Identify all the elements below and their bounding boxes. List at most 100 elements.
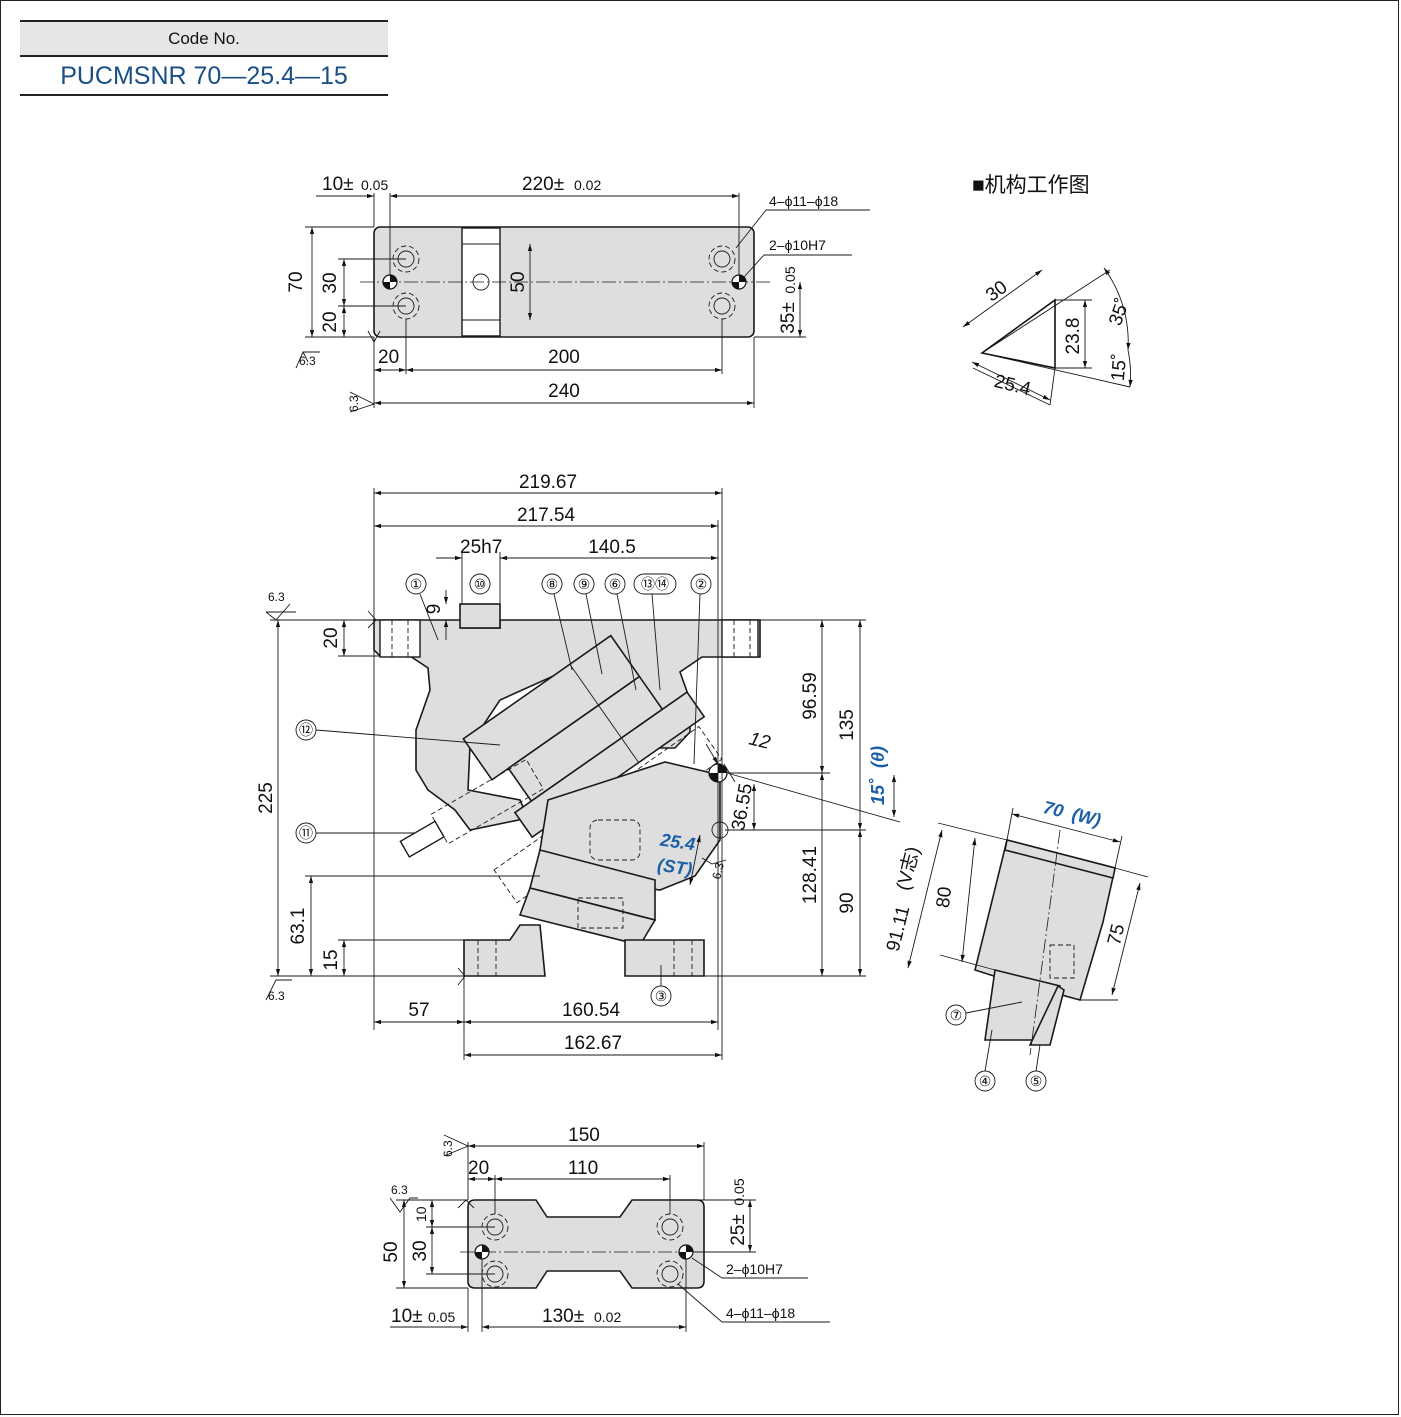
top-d20: 20 — [320, 311, 341, 332]
svg-text:6.3: 6.3 — [347, 395, 361, 412]
front-view: 219.67 217.54 25h7 140.5 9 225 20 63.1 1… — [256, 472, 901, 1060]
mechanism-diagram: ■机构工作图 30 23.8 25.4 35˚ 15˚ — [962, 174, 1134, 406]
mechanism-title: ■机构工作图 — [972, 174, 1090, 197]
bottom-d130: 130± — [542, 1306, 584, 1327]
svg-text:6.3: 6.3 — [709, 861, 727, 881]
front-d57: 57 — [408, 1000, 429, 1021]
top-d20b: 20 — [378, 347, 399, 368]
top-d220: 220± — [522, 174, 564, 195]
svg-text:⑫: ⑫ — [299, 722, 313, 738]
svg-text:④: ④ — [979, 1073, 992, 1089]
bottom-pins-callout: 2–ϕ10H7 — [726, 1261, 783, 1277]
svg-text:0.05: 0.05 — [428, 1309, 455, 1325]
front-d25h7: 25h7 — [460, 537, 502, 558]
front-d12: 12 — [747, 728, 773, 754]
svg-text:6.3: 6.3 — [441, 1140, 455, 1157]
svg-text:⑩: ⑩ — [474, 576, 487, 592]
top-hole-3 — [708, 245, 736, 273]
front-d96: 96.59 — [800, 672, 821, 720]
balloons: ① ⑩ ⑧ ⑨ ⑥ ⑬⑭ ② ⑫ ⑪ ③ — [295, 573, 712, 1007]
bottom-d25: 25± — [728, 1214, 749, 1246]
side-d80: 80 — [933, 886, 956, 910]
bottom-holes-callout: 4–ϕ11–ϕ18 — [726, 1305, 795, 1321]
return-rod — [399, 758, 544, 858]
front-st: 25.4 — [658, 830, 696, 855]
svg-text:0.02: 0.02 — [594, 1309, 621, 1325]
top-d50: 50 — [508, 271, 529, 292]
front-d9: 9 — [424, 604, 445, 615]
svg-text:0.05: 0.05 — [782, 266, 798, 293]
front-d160: 160.54 — [562, 1000, 621, 1021]
key-10 — [459, 603, 501, 629]
svg-text:0.05: 0.05 — [361, 177, 388, 193]
top-d35: 35± — [778, 302, 799, 334]
svg-text:6.3: 6.3 — [268, 590, 285, 604]
bottom-d110: 110 — [568, 1158, 598, 1179]
top-d10: 10± — [322, 174, 354, 195]
top-pin-left — [382, 274, 398, 290]
bottom-pin-left — [474, 1244, 490, 1260]
mech-d15: 15˚ — [1108, 353, 1131, 382]
front-d128: 128.41 — [800, 846, 821, 904]
svg-text:⑦: ⑦ — [950, 1007, 963, 1023]
bottom-view: 150 20 110 25± 0.05 2–ϕ10H7 4–ϕ11–ϕ18 50… — [381, 1125, 830, 1332]
top-holes-callout: 4–ϕ11–ϕ18 — [769, 193, 838, 209]
front-d162: 162.67 — [564, 1033, 622, 1054]
front-d63: 63.1 — [288, 908, 309, 945]
mech-d30: 30 — [982, 277, 1011, 306]
front-d217: 217.54 — [517, 505, 576, 526]
side-w: 70 — [1041, 797, 1065, 821]
svg-text:6.3: 6.3 — [268, 989, 285, 1003]
side-view: 70 (W) 80 91.11 (V志) 75 ⑦ ④ ⑤ — [883, 797, 1149, 1092]
front-angle: 15˚ — [868, 778, 888, 805]
svg-text:⑤: ⑤ — [1030, 1073, 1043, 1089]
top-d200: 200 — [548, 347, 580, 368]
bottom-pin-right — [678, 1244, 694, 1260]
code-value: PUCMSNR 70—25.4—15 — [20, 57, 388, 96]
svg-text:⑪: ⑪ — [299, 825, 313, 841]
top-pins-callout: 2–ϕ10H7 — [769, 237, 826, 253]
svg-text:0.05: 0.05 — [731, 1178, 747, 1205]
svg-text:③: ③ — [655, 988, 668, 1004]
side-w-sym: (W) — [1070, 804, 1103, 830]
bottom-d50: 50 — [381, 1241, 402, 1262]
svg-text:①: ① — [410, 576, 423, 592]
mech-d35: 35˚ — [1105, 296, 1134, 329]
code-label: Code No. — [20, 20, 388, 57]
front-d135: 135 — [837, 709, 858, 741]
side-d91: 91.11 — [883, 904, 915, 954]
front-angle-sym: (θ) — [868, 746, 888, 768]
side-d91-sym: (V志) — [892, 844, 924, 892]
bottom-d150: 150 — [568, 1125, 600, 1146]
top-d240: 240 — [548, 381, 580, 402]
front-d140: 140.5 — [588, 537, 636, 558]
bottom-d30: 30 — [410, 1240, 431, 1261]
base-left — [463, 924, 546, 977]
base-plate — [467, 1199, 705, 1289]
front-d15: 15 — [321, 949, 342, 970]
svg-text:0.02: 0.02 — [574, 177, 601, 193]
top-d70: 70 — [286, 271, 307, 292]
bottom-d10v: 10 — [413, 1206, 429, 1222]
front-d90: 90 — [837, 892, 858, 913]
mechanism-triangle — [980, 298, 1056, 369]
svg-text:⑧: ⑧ — [546, 576, 559, 592]
mech-d25-4: 25.4 — [992, 371, 1033, 400]
top-view: 10± 0.05 220± 0.02 4–ϕ11–ϕ18 2–ϕ10H7 70 … — [286, 174, 870, 413]
svg-text:6.3: 6.3 — [299, 354, 316, 368]
front-d36: 36.55 — [728, 782, 757, 832]
svg-text:②: ② — [695, 576, 708, 592]
front-d219: 219.67 — [519, 472, 577, 493]
bottom-d20: 20 — [468, 1158, 489, 1179]
top-d30: 30 — [320, 272, 341, 293]
bottom-d10: 10± — [391, 1306, 423, 1327]
mech-d23-8: 23.8 — [1063, 318, 1084, 355]
svg-text:⑥: ⑥ — [609, 576, 622, 592]
front-st-sym: (ST) — [656, 855, 693, 880]
side-d75: 75 — [1104, 922, 1129, 948]
svg-text:6.3: 6.3 — [391, 1183, 408, 1197]
top-pin-right — [731, 274, 747, 290]
svg-text:⑬⑭: ⑬⑭ — [641, 576, 669, 592]
front-d225: 225 — [256, 782, 277, 814]
